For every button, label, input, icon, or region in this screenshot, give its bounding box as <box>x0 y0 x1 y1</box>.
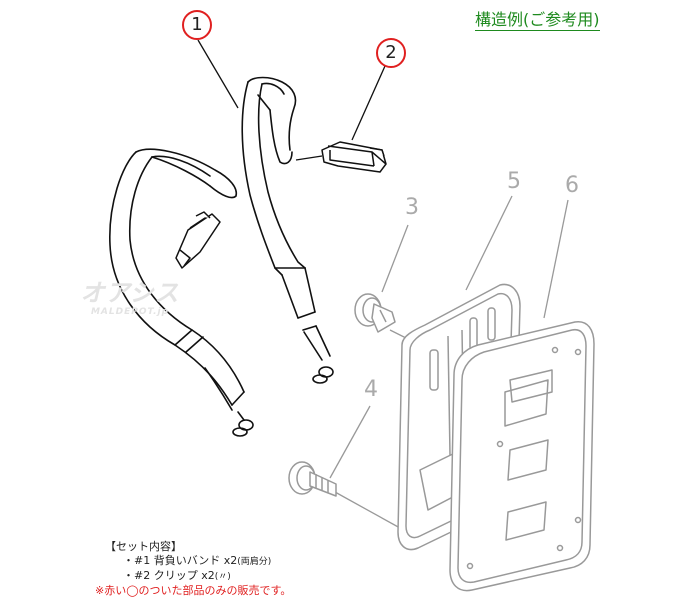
clip-attach-line <box>295 155 323 161</box>
clip-fastener <box>354 293 396 333</box>
set-item-2: ・#2 クリップ x2(〃) <box>105 569 291 584</box>
callout-6: 6 <box>565 173 579 198</box>
set-item-1-text: ・#1 背負いバンド x2 <box>123 554 238 567</box>
callout-2-number: 2 <box>385 42 397 63</box>
set-contents-heading: 【セット内容】 <box>105 540 182 553</box>
set-contents: 【セット内容】 ・#1 背負いバンド x2(両肩分) ・#2 クリップ x2(〃… <box>95 540 291 598</box>
callout-3: 3 <box>405 195 419 220</box>
leader-lines <box>197 39 569 529</box>
left-shoulder-strap <box>109 148 254 437</box>
set-item-1: ・#1 背負いバンド x2(両肩分) <box>105 554 291 569</box>
callout-5: 5 <box>507 169 521 194</box>
diagram-title: 構造例(ご参考用) <box>475 10 600 31</box>
set-item-2-text: ・#2 クリップ x2 <box>123 569 215 582</box>
watermark-sub: MALDEPOT.jp <box>90 307 170 317</box>
set-item-1-note: (両肩分) <box>237 557 272 567</box>
callout-4: 4 <box>364 377 378 402</box>
callout-2: 2 <box>376 38 406 68</box>
screw <box>288 461 337 497</box>
clip <box>321 141 387 173</box>
left-clip <box>175 211 221 269</box>
watermark-logo: オアシス MALDEPOT.jp <box>70 280 190 318</box>
callout-1: 1 <box>182 10 212 40</box>
set-item-2-note: (〃) <box>214 572 231 582</box>
back-plate <box>449 321 595 592</box>
right-shoulder-strap <box>241 76 334 384</box>
watermark-main: オアシス <box>80 279 180 307</box>
callout-1-number: 1 <box>191 14 203 35</box>
sales-note: ※赤い◯のついた部品のみの販売です。 <box>95 584 292 597</box>
